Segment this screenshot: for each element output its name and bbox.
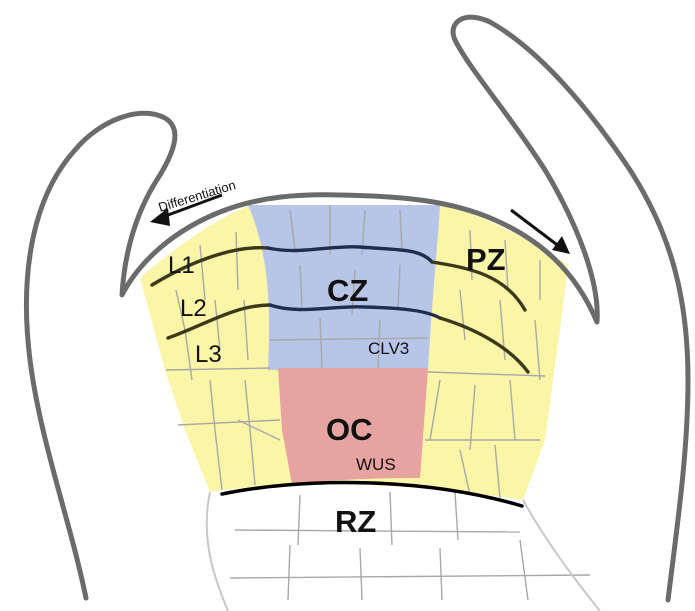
organizing-center-label: OC — [326, 412, 373, 447]
central-zone-label: CZ — [327, 273, 368, 308]
clv3-gene-label: CLV3 — [368, 339, 409, 358]
layer-l3-label: L3 — [195, 341, 222, 368]
peripheral-zone-label: PZ — [466, 242, 506, 277]
tissue-lower-outline — [207, 492, 600, 611]
layer-l2-label: L2 — [180, 295, 207, 322]
layer-l1-label: L1 — [168, 252, 195, 279]
wus-gene-label: WUS — [356, 455, 396, 474]
rib-zone-label: RZ — [335, 504, 376, 539]
